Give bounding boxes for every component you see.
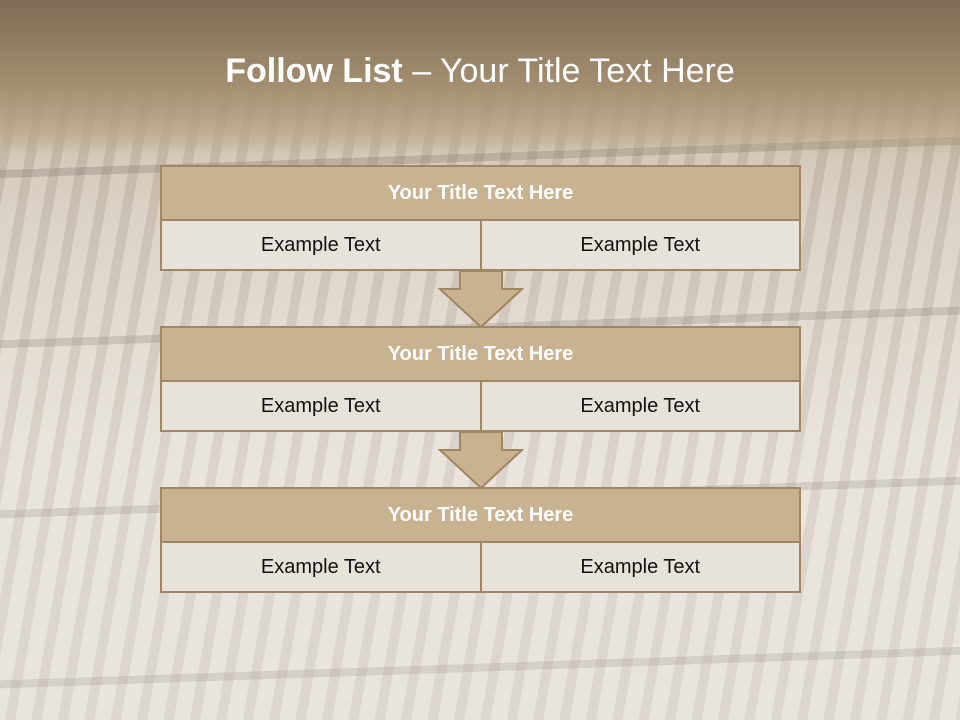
list-block-2: Your Title Text Here Example Text Exampl… — [160, 326, 801, 432]
header-band — [0, 0, 960, 155]
block-title: Your Title Text Here — [160, 487, 801, 543]
slide-title: Follow List – Your Title Text Here — [0, 52, 960, 91]
block-cell-right: Example Text — [481, 382, 801, 432]
block-row: Example Text Example Text — [160, 382, 801, 432]
list-block-1: Your Title Text Here Example Text Exampl… — [160, 165, 801, 271]
list-block-3: Your Title Text Here Example Text Exampl… — [160, 487, 801, 593]
block-cell-right: Example Text — [481, 221, 801, 271]
slide-title-rest: – Your Title Text Here — [402, 52, 735, 90]
block-cell-left: Example Text — [160, 543, 482, 593]
slide-title-bold: Follow List — [225, 52, 403, 90]
block-cell-left: Example Text — [160, 221, 482, 271]
block-title: Your Title Text Here — [160, 326, 801, 382]
block-cell-right: Example Text — [481, 543, 801, 593]
block-row: Example Text Example Text — [160, 543, 801, 593]
block-row: Example Text Example Text — [160, 221, 801, 271]
block-cell-left: Example Text — [160, 382, 482, 432]
block-title: Your Title Text Here — [160, 165, 801, 221]
down-arrow-icon — [438, 271, 524, 329]
down-arrow-icon — [438, 432, 524, 490]
